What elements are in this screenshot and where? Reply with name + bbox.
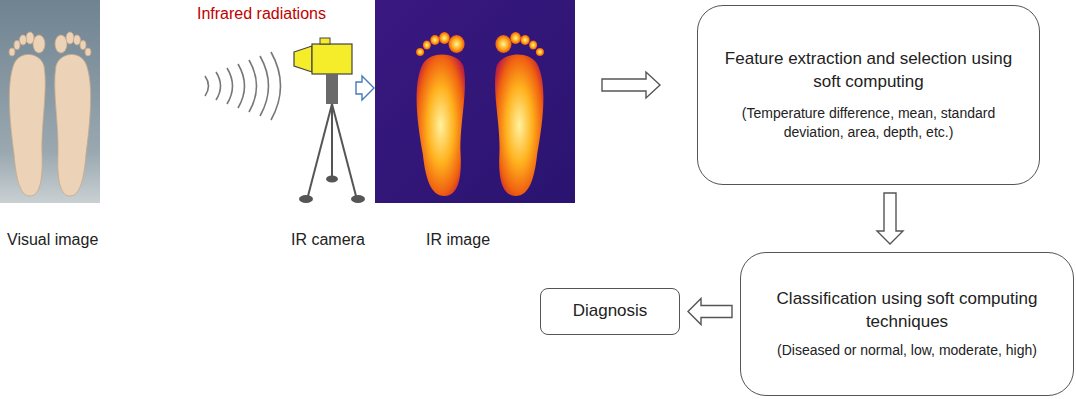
- box-heading: Diagnosis: [573, 300, 648, 323]
- ir-image: [375, 0, 575, 203]
- box-heading: Feature extraction and selection using s…: [716, 48, 1021, 94]
- foot-photo: [0, 0, 100, 203]
- hollow-arrow: [877, 193, 903, 244]
- box-detail: (Temperature difference, mean, standard …: [716, 104, 1021, 142]
- hollow-arrow: [602, 72, 660, 98]
- box-detail: (Diseased or normal, low, moderate, high…: [777, 341, 1037, 360]
- image-caption: IR image: [426, 231, 490, 249]
- ir-camera: [294, 38, 365, 203]
- image-caption: IR camera: [291, 231, 365, 249]
- hollow-arrow: [356, 76, 374, 100]
- result-box: Diagnosis: [540, 288, 680, 335]
- box-heading: Classification using soft computing tech…: [759, 288, 1055, 334]
- process-box: Classification using soft computing tech…: [740, 252, 1074, 396]
- image-caption: Visual image: [7, 231, 98, 249]
- hollow-arrow: [688, 299, 732, 325]
- infrared-waves: [205, 52, 281, 120]
- annotation-text: Infrared radiations: [197, 5, 326, 23]
- process-box: Feature extraction and selection using s…: [697, 5, 1040, 185]
